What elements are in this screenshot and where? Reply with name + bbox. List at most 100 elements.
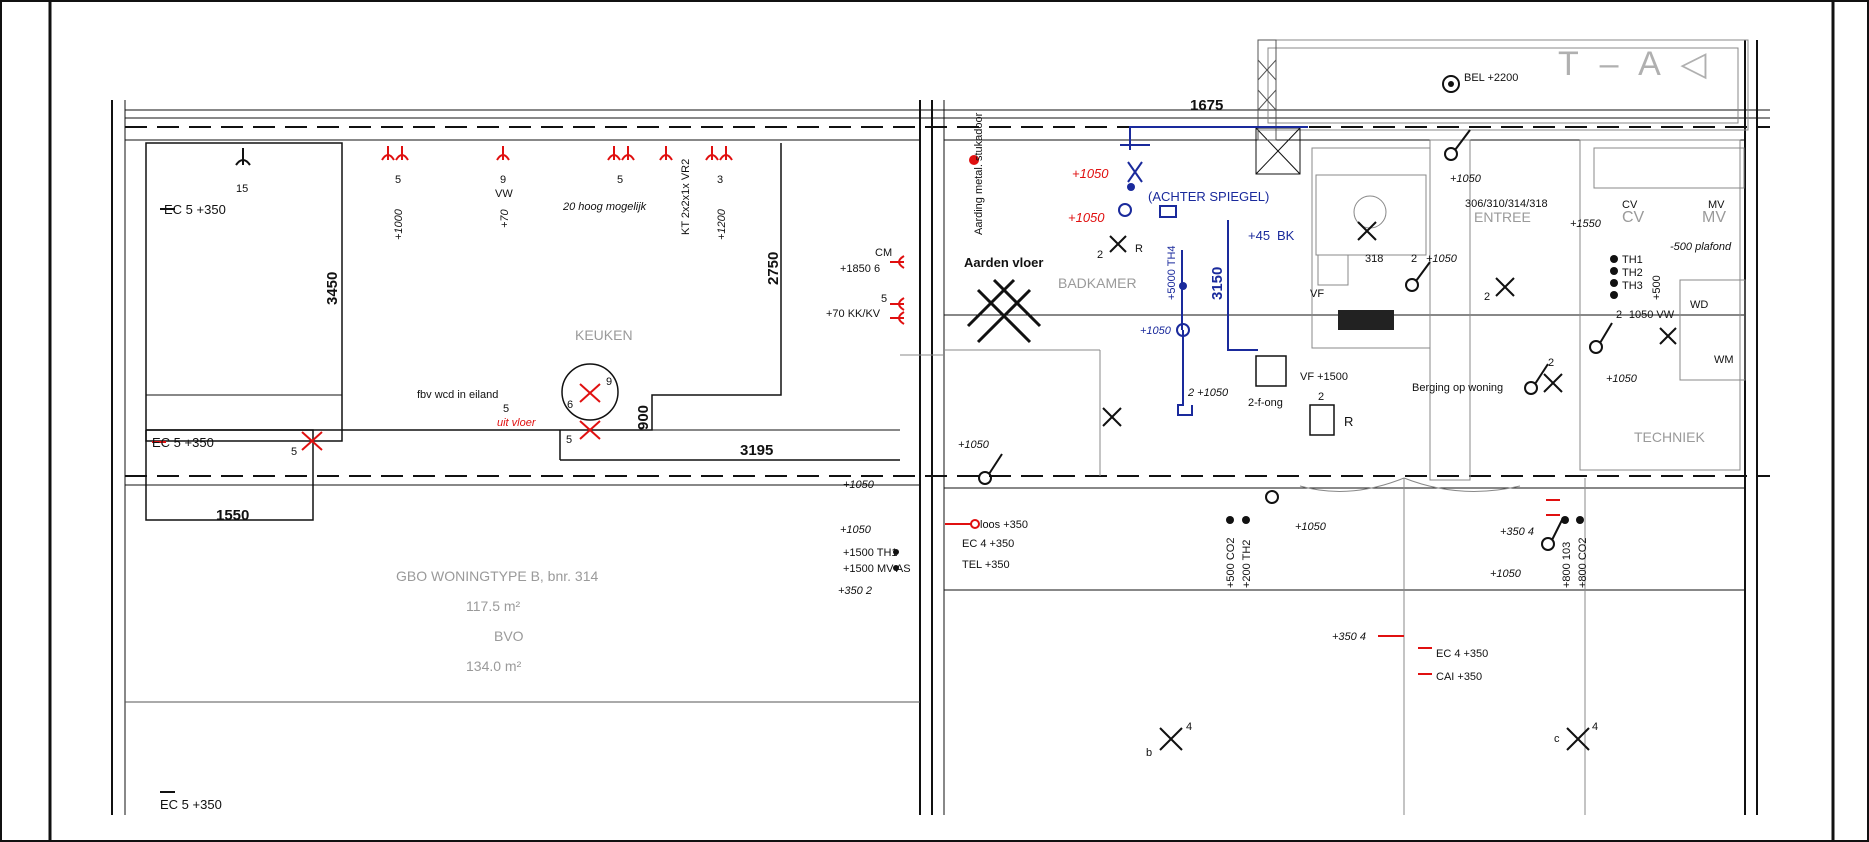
unit-bvo-label: BVO [494,628,524,644]
wm-label: WM [1714,354,1734,366]
co2-b: +800 103 [1561,542,1573,588]
h1050d: +1050 [1295,521,1327,533]
island-circle [561,363,619,421]
loos-label: loos +350 [980,519,1028,531]
vw1050: 2 -1050 VW [1616,309,1675,321]
n4b: 4 [1592,721,1598,733]
hoog-mogelijk: 20 hoog mogelijk [562,201,647,213]
fbv-number: 5 [503,403,509,415]
aarden-vloer-symbol [966,278,1042,344]
h350-4: +350 4 [1500,526,1534,538]
kk-number: 5 [881,293,887,305]
label-3: 3 [717,174,723,186]
th4-label: +5000 TH4 [1166,245,1178,300]
unit-area: 117.5 m² [466,598,521,614]
blue-1050: +1050 [1140,325,1172,337]
lamp-points-red [301,383,601,451]
n2c: 2 [1318,391,1324,403]
ec4-label: EC 4 +350 [962,538,1014,550]
th2-right: TH2 [1622,267,1643,279]
r-label: R [1135,243,1143,255]
r-label-2: R [1344,414,1353,429]
co2-c: +800 CO2 [1577,538,1589,588]
height-1050-red-b: +1050 [1068,210,1105,225]
th1-label: +1500 TH1 [843,547,898,559]
h2-1050: 2 +1050 [1187,387,1229,399]
height-1000: +1000 [393,208,405,240]
l1050: +1050 [958,439,990,451]
th1-right: TH1 [1622,254,1643,266]
outlet-row-red [152,146,905,443]
dim-1675: 1675 [1190,97,1223,114]
h500-right: +500 [1651,275,1663,300]
red-outlets-right [1378,499,1560,675]
lamp-crosses [1102,221,1677,751]
vf-1500: VF +1500 [1300,371,1348,383]
room-keuken: KEUKEN [575,327,633,343]
r-box [1309,404,1335,436]
height-70: +70 [499,208,511,228]
dim-3150: 3150 [1209,267,1226,300]
bel-label: BEL +2200 [1464,72,1518,84]
l1050b: +1050 [843,479,875,491]
height-1050-red-a: +1050 [1072,166,1109,181]
bell-icon-dot [1448,81,1454,87]
dim-1550: 1550 [216,507,249,524]
label-15: 15 [236,183,248,195]
n5a: 5 [291,446,297,458]
h1050g: +1050 [1490,568,1522,580]
bk-height: +45 [1248,228,1270,243]
bathroom-labels: Aarding metal. stukadoor Aarden vloer BA… [838,112,1458,759]
th2-label: +200 TH2 [1241,540,1253,588]
aarden-vloer-label: Aarden vloer [964,255,1043,270]
dim-3195: 3195 [740,442,773,459]
c-label: c [1554,733,1560,745]
mv-grey: MV [1702,209,1726,226]
bell-icon [1442,75,1460,93]
bk-label: BK [1277,228,1295,243]
label-vw: VW [495,188,513,200]
dim-2750: 2750 [765,252,782,285]
l1050c: +1050 [840,524,872,536]
kitchen-labels: EC 5 +350 EC 5 +350 EC 5 +350 15 5 9 VW … [152,159,892,812]
label-9: 9 [500,174,506,186]
label-5b: 5 [617,174,623,186]
plafond-label: -500 plafond [1670,241,1732,253]
h350-4b: +350 4 [1332,631,1366,643]
ec4b-label: EC 4 +350 [1436,648,1488,660]
n2e: 2 [1548,357,1554,369]
kk-label: +70 KK/KV [826,308,881,320]
entree-numbers: 306/310/314/318 [1465,198,1548,210]
ec-label-3: EC 5 +350 [160,797,222,812]
kt-label: KT 2x2x1x VR2 [680,159,692,235]
mv-as-label: +1500 MV AS [843,563,911,575]
dimensions: 1675 3450 2750 900 3195 1550 3150 [216,97,1226,524]
n4: 4 [1186,721,1192,733]
n9: 9 [606,376,612,388]
heater-block [1338,310,1394,330]
height-1200: +1200 [716,208,728,240]
wd-label: WD [1690,299,1708,311]
vf-label: VF [1310,288,1324,300]
red-dot-aarding [969,155,979,165]
room-techniek: TECHNIEK [1634,429,1705,445]
cm-label: CM [875,247,892,259]
fbv-label: fbv wcd in eiland [417,389,498,401]
f-ong: 2-f-ong [1248,397,1283,409]
f-ong-box [1255,355,1287,387]
room-badkamer: BADKAMER [1058,275,1137,291]
room-entree: ENTREE [1474,209,1531,225]
title-mark: T – A ◁ [1558,45,1712,83]
right-labels: BEL +2200 T – A ◁ +1050 306/310/314/318 … [1332,45,1734,745]
ec-label-1: EC 5 +350 [164,202,226,217]
n2d: 2 [1411,253,1417,265]
label-5a: 5 [395,174,401,186]
b-label: b [1146,747,1152,759]
n6: 6 [567,399,573,411]
unit-info: GBO WONINGTYPE B, bnr. 314 117.5 m² BVO … [396,568,598,674]
ec-label-2: EC 5 +350 [152,435,214,450]
blue-installation [1118,126,1308,416]
h1050f: +1050 [1606,373,1638,385]
